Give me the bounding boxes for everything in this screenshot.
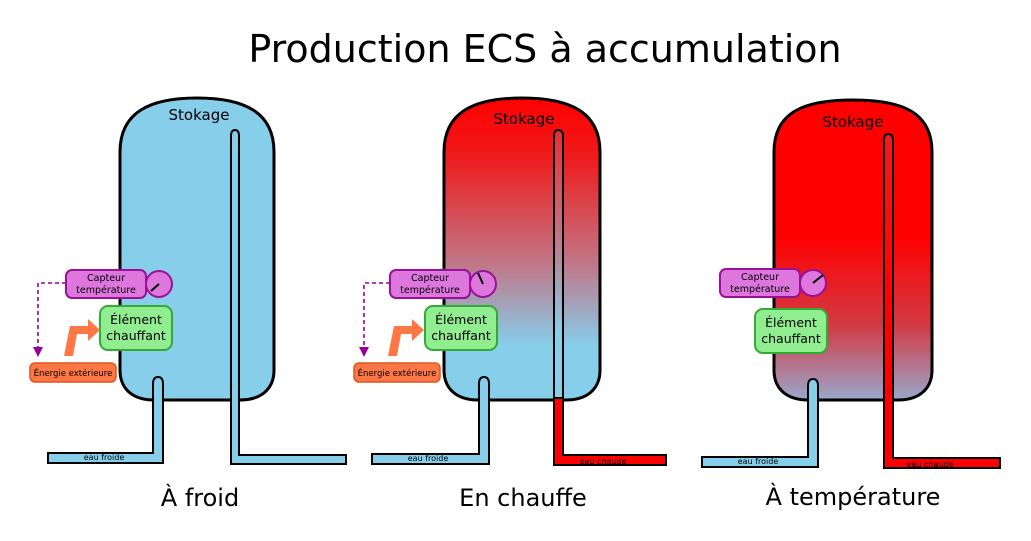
element-label-line1: Élément: [435, 312, 487, 327]
heating-element: [754, 308, 828, 354]
panel-a-froid: Stokage eau froide Capteur température É…: [29, 96, 347, 512]
energy-arrow-icon: [388, 319, 424, 356]
cold-water-label: eau froide: [738, 457, 779, 466]
sensor-signal-arrow: [359, 282, 390, 357]
panel-caption: À température: [766, 482, 941, 511]
cold-water-label: eau froide: [84, 453, 125, 462]
sensor-signal-arrow: [33, 282, 66, 357]
storage-label: Stokage: [823, 113, 884, 131]
gauge-mid-icon: [469, 270, 497, 298]
element-label-line2: chauffant: [106, 328, 166, 343]
element-label-line1: Élément: [110, 312, 162, 327]
hot-water-label: eau chaude: [580, 457, 627, 466]
panel-en-chauffe: Stokage eau chaude eau froide Capteur te…: [353, 96, 667, 512]
hot-water-label: eau chaude: [907, 460, 954, 469]
hot-water-outlet-pipe: [553, 397, 667, 466]
heating-element: [424, 305, 498, 351]
panel-caption: À froid: [161, 483, 239, 512]
sensor-label-line2: température: [76, 285, 136, 296]
diagram-title: Production ECS à accumulation: [248, 27, 841, 71]
hot-water-inlet-vertical: [553, 128, 564, 401]
gauge-low-icon: [145, 270, 173, 298]
element-label-line1: Élément: [765, 315, 817, 330]
cold-water-label: eau froide: [408, 454, 449, 463]
sensor-label-line1: Capteur: [411, 273, 449, 284]
cold-water-inlet-pipe: [47, 375, 164, 464]
external-energy-box: [29, 362, 117, 383]
sensor-label-line2: température: [400, 285, 460, 296]
element-label-line2: chauffant: [431, 328, 491, 343]
energy-label: Énergie extérieure: [34, 367, 113, 379]
storage-label: Stokage: [494, 110, 555, 128]
energy-label: Énergie extérieure: [358, 367, 437, 379]
external-energy-box: [353, 362, 441, 383]
storage-tank: [118, 96, 276, 402]
cold-water-inlet-pipe: [371, 375, 490, 465]
hot-water-outlet-pipe: [883, 132, 1001, 469]
hot-water-outlet-pipe: [230, 128, 347, 465]
sensor-label-line2: température: [730, 284, 790, 295]
cold-water-inlet-pipe: [701, 377, 819, 468]
gauge-high-icon: [799, 269, 827, 297]
panel-a-temperature: Stokage eau chaude eau froide Capteur te…: [701, 98, 1001, 511]
storage-label: Stokage: [169, 106, 230, 124]
storage-tank: [442, 96, 602, 402]
element-label-line2: chauffant: [761, 331, 821, 346]
energy-arrow-icon: [64, 319, 100, 356]
sensor-label-line1: Capteur: [87, 273, 125, 284]
storage-tank: [772, 98, 934, 402]
panel-caption: En chauffe: [459, 484, 587, 512]
sensor-label-line1: Capteur: [741, 272, 779, 283]
heating-element: [99, 305, 173, 351]
